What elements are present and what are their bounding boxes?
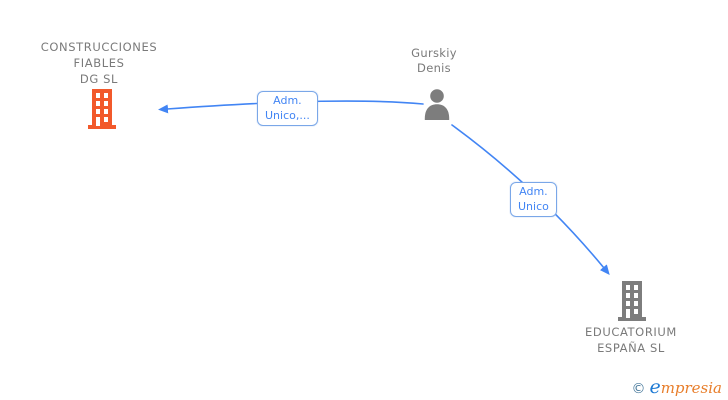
- edge-label-adm-unico-left: Adm. Unico,...: [257, 91, 318, 126]
- company-left-name: CONSTRUCCIONES FIABLES DG SL: [40, 40, 158, 86]
- company-right-name: EDUCATORIUM ESPAÑA SL: [585, 325, 677, 355]
- building-icon[interactable]: [87, 89, 117, 133]
- copyright-icon: ©: [631, 381, 646, 397]
- building-icon[interactable]: [618, 281, 646, 325]
- brand-initial: e: [649, 376, 661, 398]
- edge-label-adm-unico-right: Adm. Unico: [510, 182, 557, 217]
- person-name: Gurskiy Denis: [411, 46, 457, 75]
- person-icon[interactable]: [422, 89, 452, 125]
- brand-name: mpresia: [660, 379, 722, 397]
- edge-person-to-company-left: [158, 100, 424, 114]
- empresia-logo[interactable]: © e mpresia: [631, 376, 722, 398]
